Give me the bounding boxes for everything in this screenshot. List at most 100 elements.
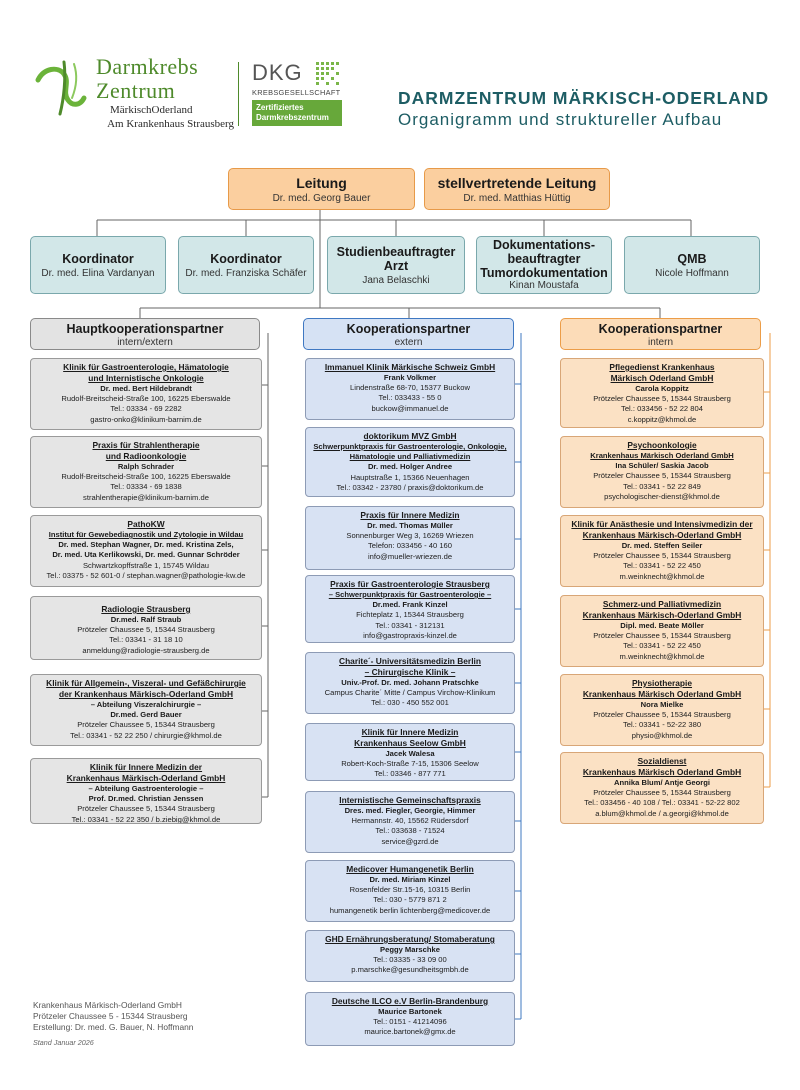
card-title: Klinik für Allgemein-, Viszeral- und Gef… <box>46 678 246 688</box>
column-subtitle: intern <box>647 337 673 348</box>
card-title: Internistische Gemeinschaftspraxis <box>339 795 481 805</box>
card-title: der Krankenhaus Märkisch-Oderland GmbH <box>58 689 234 699</box>
role-title-line-3: Tumordokumentation <box>480 266 608 280</box>
partner-card: Klinik für Innere Medizin der Krankenhau… <box>30 758 262 824</box>
card-detail: info@mueller-wriezen.de <box>367 551 453 561</box>
card-detail: Tel.: 033433 - 55 0 <box>378 393 442 403</box>
card-detail: Tel.: 033456 - 52 22 804 <box>621 404 703 414</box>
footer-line: Erstellung: Dr. med. G. Bauer, N. Hoffma… <box>33 1022 194 1032</box>
logo-line-4: Am Krankenhaus Strausberg <box>107 118 234 130</box>
role-title: Koordinator <box>210 252 282 266</box>
card-detail: strahlentherapie@klinikum-barnim.de <box>83 492 209 502</box>
card-title: Klinik für Anästhesie und Intensivmedizi… <box>571 519 753 529</box>
card-detail: Tel.: 033638 - 71524 <box>375 826 445 836</box>
card-title: Immanuel Klinik Märkische Schweiz GmbH <box>324 362 496 372</box>
card-detail: gastro-onko@klinikum-barnim.de <box>90 414 202 424</box>
card-detail: a.blum@khmol.de / a.georgi@khmol.de <box>595 808 729 818</box>
card-detail: Prötzeler Chaussee 5, 15344 Strausberg <box>77 720 215 730</box>
card-person: Carola Koppitz <box>635 384 689 393</box>
card-title: Pflegedienst Krankenhaus <box>609 362 715 372</box>
logo-line-3: MärkischOderland <box>110 104 193 116</box>
card-detail: Prötzeler Chaussee 5, 15344 Strausberg <box>593 710 731 720</box>
card-person: Univ.-Prof. Dr. med. Johann Pratschke <box>341 678 479 687</box>
dkg-certificate-badge: Zertifiziertes Darmkrebszentrum <box>252 100 342 126</box>
card-title: Deutsche ILCO e.V Berlin-Brandenburg <box>331 996 489 1006</box>
role-dokumentation: Dokumentations- beauftragter Tumordokume… <box>476 236 612 294</box>
column-header-kooperation-extern: Kooperationspartner extern <box>303 318 514 350</box>
card-detail: Hauptstraße 1, 15366 Neuenhagen <box>350 472 470 482</box>
card-detail: Prötzeler Chaussee 5, 15344 Strausberg <box>593 394 731 404</box>
column-title: Hauptkooperationspartner <box>66 322 224 336</box>
card-detail: p.marschke@gesundheitsgmbh.de <box>351 965 469 975</box>
card-title: Krankenhaus Märkisch Oderland GmbH <box>582 767 742 777</box>
card-subtitle: Krankenhaus Märkisch Oderland GmbH <box>590 451 734 460</box>
card-detail: Tel.: 03341 - 312131 <box>375 620 445 630</box>
partner-card: Schmerz-und Palliativmedizin Krankenhaus… <box>560 595 764 667</box>
card-detail: psychologischer-dienst@khmol.de <box>604 491 720 501</box>
card-subtitle: Hämatologie und Palliativmedizin <box>349 452 471 462</box>
card-title: Praxis für Innere Medizin <box>360 510 460 520</box>
card-detail: Tel.: 03341 - 52 22 250 / chirurgie@khmo… <box>70 730 222 740</box>
card-person: Dr. med. Bert Hildebrandt <box>100 384 192 393</box>
card-detail: Tel.: 03346 - 877 771 <box>374 769 446 779</box>
card-title: und Internistische Onkologie <box>88 373 204 383</box>
partner-card: GHD Ernährungsberatung/ Stomaberatung Pe… <box>305 930 515 982</box>
card-person: Dr.med. Gerd Bauer <box>110 710 182 720</box>
card-detail: Prötzeler Chaussee 5, 15344 Strausberg <box>593 788 731 798</box>
stellv-leitung-box: stellvertretende Leitung Dr. med. Matthi… <box>424 168 610 210</box>
dkg-letters: DKG <box>252 60 303 85</box>
card-detail: Rudolf-Breitscheid-Straße 100, 16225 Ebe… <box>61 472 231 482</box>
card-person: Dr. med. Steffen Seiler <box>621 541 703 550</box>
card-person: Dr. med. Uta Kerlikowski, Dr. med. Gunna… <box>52 550 240 560</box>
card-person: Ina Schüler/ Saskia Jacob <box>615 461 709 471</box>
card-detail: humangenetik berlin lichtenberg@medicove… <box>329 905 491 915</box>
leitung-title: Leitung <box>296 175 347 191</box>
card-detail: Tel.: 03341 - 52 22 450 <box>623 641 701 651</box>
card-detail: Rosenfelder Str.15-16, 10315 Berlin <box>349 885 471 895</box>
card-title: Krankenhaus Seelow GmbH <box>354 738 466 748</box>
partner-card: Internistische Gemeinschaftspraxis Dres.… <box>305 791 515 853</box>
card-person: Dr.med. Ralf Straub <box>110 615 182 624</box>
role-title: QMB <box>677 252 707 266</box>
partner-card: Sozialdienst Krankenhaus Märkisch Oderla… <box>560 752 764 824</box>
card-person: Dres. med. Fiegler, Georgie, Himmer <box>344 806 476 815</box>
partner-card: Physiotherapie Krankenhaus Märkisch Oder… <box>560 674 764 746</box>
card-detail: Prötzeler Chaussee 5, 15344 Strausberg <box>77 804 215 814</box>
role-qmb: QMB Nicole Hoffmann <box>624 236 760 294</box>
column-subtitle: extern <box>394 337 423 348</box>
card-person: Dr. med. Miriam Kinzel <box>369 875 451 884</box>
card-person: Dipl. med. Beate Möller <box>620 621 704 630</box>
card-detail: Prötzeler Chaussee 5, 15344 Strausberg <box>593 551 731 561</box>
card-detail: Tel.: 03342 - 23780 / praxis@doktorikum.… <box>336 482 484 492</box>
role-title-line-2: Arzt <box>383 259 409 273</box>
cert-line-2: Darmkrebszentrum <box>256 113 329 122</box>
partner-card: Praxis für Gastroenterologie Strausberg … <box>305 575 515 643</box>
role-name: Nicole Hoffmann <box>655 268 729 279</box>
card-subtitle: Schwerpunktpraxis für Gastroenterologie,… <box>313 442 507 451</box>
partner-card: doktorikum MVZ GmbH Schwerpunktpraxis fü… <box>305 427 515 497</box>
card-title: Charite´- Universitätsmedizin Berlin <box>339 656 481 666</box>
card-person: Jacek Walesa <box>385 749 435 758</box>
card-detail: c.koppitz@khmol.de <box>627 414 697 424</box>
role-koordinator-2: Koordinator Dr. med. Franziska Schäfer <box>178 236 314 294</box>
card-detail: Telefon: 033456 - 40 160 <box>367 541 453 551</box>
logo-line-2: Zentrum <box>96 78 176 103</box>
card-detail: info@gastropraxis-kinzel.de <box>363 630 457 640</box>
column-title: Kooperationspartner <box>346 322 471 336</box>
card-title: Schmerz-und Palliativmedizin <box>602 599 722 609</box>
card-detail: Tel.: 0151 - 41214096 <box>373 1017 447 1027</box>
footer-line: Prötzeler Chaussee 5 - 15344 Strausberg <box>33 1011 188 1021</box>
card-detail: Schwartzkopffstraße 1, 15745 Wildau <box>82 560 210 570</box>
role-studienbeauftragter: Studienbeauftragter Arzt Jana Belaschki <box>327 236 465 294</box>
partner-card: PathoKW Institut für Gewebediagnostik un… <box>30 515 262 587</box>
partner-card: Charite´- Universitätsmedizin Berlin – C… <box>305 652 515 714</box>
card-detail: Lindenstraße 68-70, 15377 Buckow <box>350 383 470 393</box>
card-title: – Chirurgische Klinik – <box>364 667 456 677</box>
card-subtitle: Institut für Gewebediagnostik und Zytolo… <box>48 530 244 539</box>
card-detail: Tel.: 03341 - 52 22 450 <box>623 561 701 571</box>
card-detail: Tel.: 03334 - 69 2282 <box>110 404 182 414</box>
card-detail: Tel.: 03341 - 52 22 350 / b.ziebig@khmol… <box>71 814 221 824</box>
card-detail: Tel.: 033456 - 40 108 / Tel.: 03341 - 52… <box>584 798 740 808</box>
card-title: Physiotherapie <box>631 678 693 688</box>
card-person: Frank Volkmer <box>383 373 437 382</box>
